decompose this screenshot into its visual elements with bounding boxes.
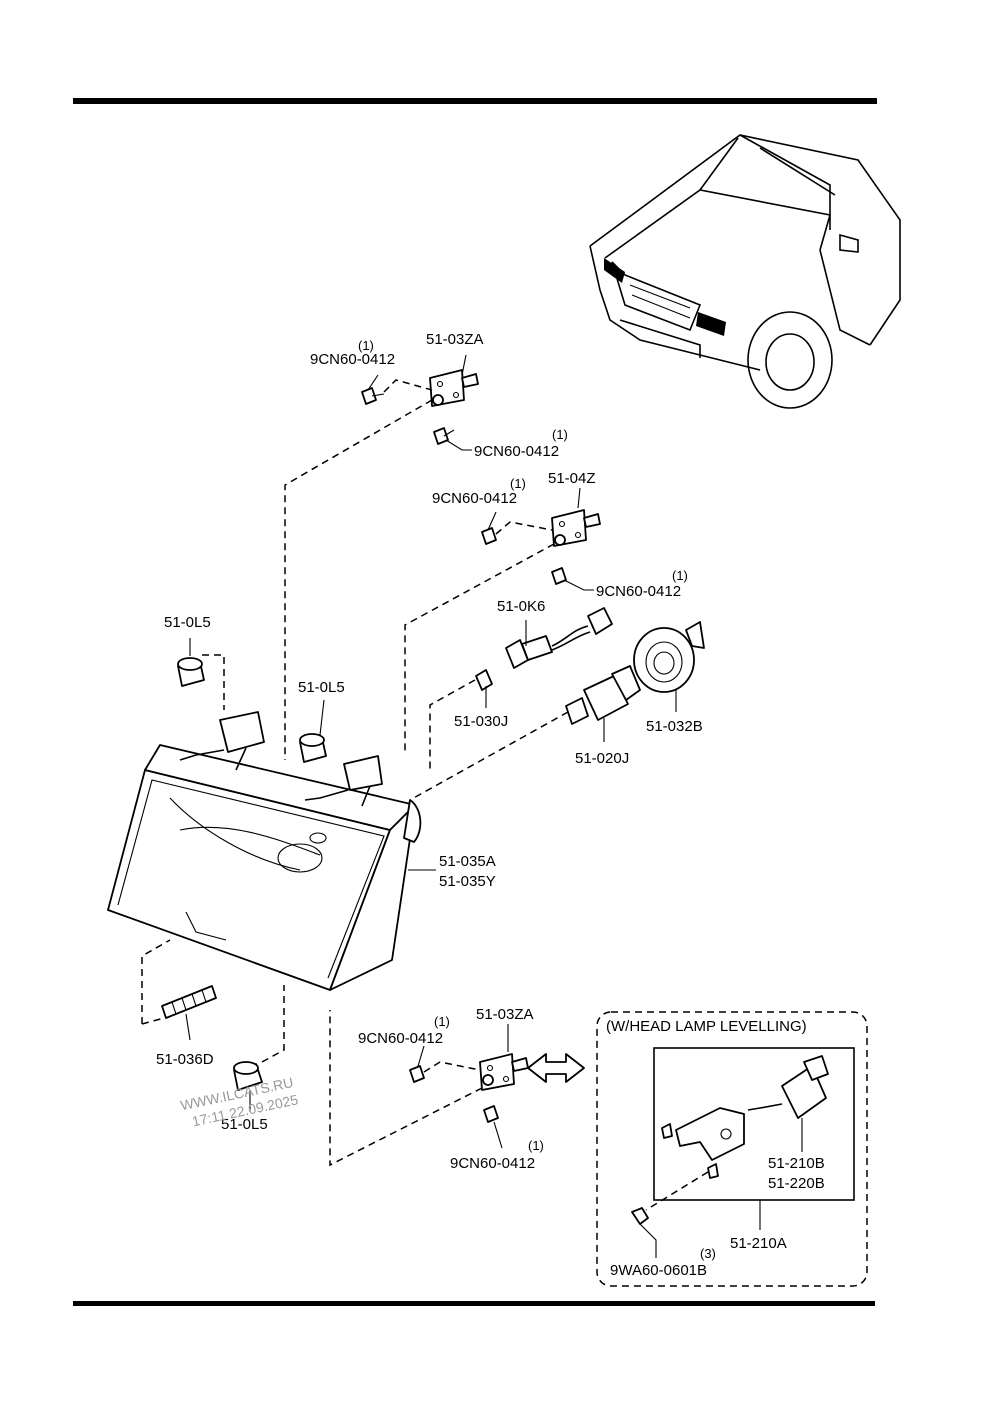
levelling-bracket[interactable]	[661, 1107, 745, 1179]
callout-bracket-low: 51-03ZA	[476, 1006, 534, 1023]
bottom-rule	[73, 1301, 875, 1306]
callout-housing-b: 51-035Y	[439, 873, 496, 890]
callout-bolt-3: 9CN60-0412	[432, 490, 517, 507]
qty-bolt-5: (1)	[434, 1014, 450, 1029]
callout-bulb-small: 51-030J	[454, 713, 508, 730]
nut[interactable]	[631, 1207, 657, 1258]
qty-bolt-1: (1)	[358, 338, 374, 353]
callout-bolt-4: 9CN60-0412	[596, 583, 681, 600]
bulb-cover[interactable]	[633, 621, 705, 712]
bracket-mid[interactable]	[551, 509, 601, 547]
callout-bulb-main: 51-020J	[575, 750, 629, 767]
bracket-top[interactable]	[429, 369, 479, 407]
callout-grommet-2: 51-0L5	[298, 679, 345, 696]
callout-bracket-mid: 51-04Z	[548, 470, 596, 487]
bolt-6[interactable]	[483, 1105, 499, 1123]
bolt-4[interactable]	[551, 567, 567, 585]
callout-actuator-a: 51-210B	[768, 1155, 825, 1172]
callout-bolt-1: 9CN60-0412	[310, 351, 395, 368]
qty-nut: (3)	[700, 1246, 716, 1261]
bolt-3[interactable]	[481, 527, 497, 545]
callout-bolt-5: 9CN60-0412	[358, 1030, 443, 1047]
vehicle-illustration	[589, 134, 901, 409]
inset-levelling	[596, 1011, 868, 1287]
main-bulb[interactable]	[565, 665, 641, 742]
grommet-1[interactable]	[177, 638, 205, 687]
callout-nut: 9WA60-0601B	[610, 1262, 707, 1279]
bracket-low[interactable]	[479, 1053, 529, 1091]
bolt-5[interactable]	[409, 1065, 425, 1083]
bolt-2[interactable]	[433, 427, 455, 445]
qty-bolt-6: (1)	[528, 1138, 544, 1153]
callout-adjuster: 51-036D	[156, 1051, 214, 1068]
callout-bolt-6: 9CN60-0412	[450, 1155, 535, 1172]
double-arrow-icon	[527, 1053, 585, 1083]
callout-actuator-b: 51-220B	[768, 1175, 825, 1192]
qty-bolt-3: (1)	[510, 476, 526, 491]
callout-grommet-1: 51-0L5	[164, 614, 211, 631]
adjuster-screw[interactable]	[161, 985, 217, 1041]
callout-bracket-top: 51-03ZA	[426, 331, 484, 348]
socket-with-wire[interactable]	[505, 607, 613, 669]
callout-grommet-3: 51-0L5	[221, 1116, 268, 1133]
top-rule	[73, 98, 877, 104]
levelling-actuator[interactable]	[747, 1055, 829, 1152]
qty-bolt-2: (1)	[552, 427, 568, 442]
callout-actuator-assy: 51-210A	[730, 1235, 787, 1252]
bolt-1[interactable]	[361, 387, 385, 405]
callout-socket-wire: 51-0K6	[497, 598, 545, 615]
callout-cover: 51-032B	[646, 718, 703, 735]
grommet-2[interactable]	[299, 699, 327, 763]
inset-title: (W/HEAD LAMP LEVELLING)	[606, 1018, 807, 1035]
grommet-3[interactable]	[233, 1061, 263, 1112]
qty-bolt-4: (1)	[672, 568, 688, 583]
callout-housing-a: 51-035A	[439, 853, 496, 870]
small-bulb[interactable]	[475, 669, 493, 708]
headlamp-housing[interactable]	[107, 711, 422, 991]
callout-bolt-2: 9CN60-0412	[474, 443, 559, 460]
